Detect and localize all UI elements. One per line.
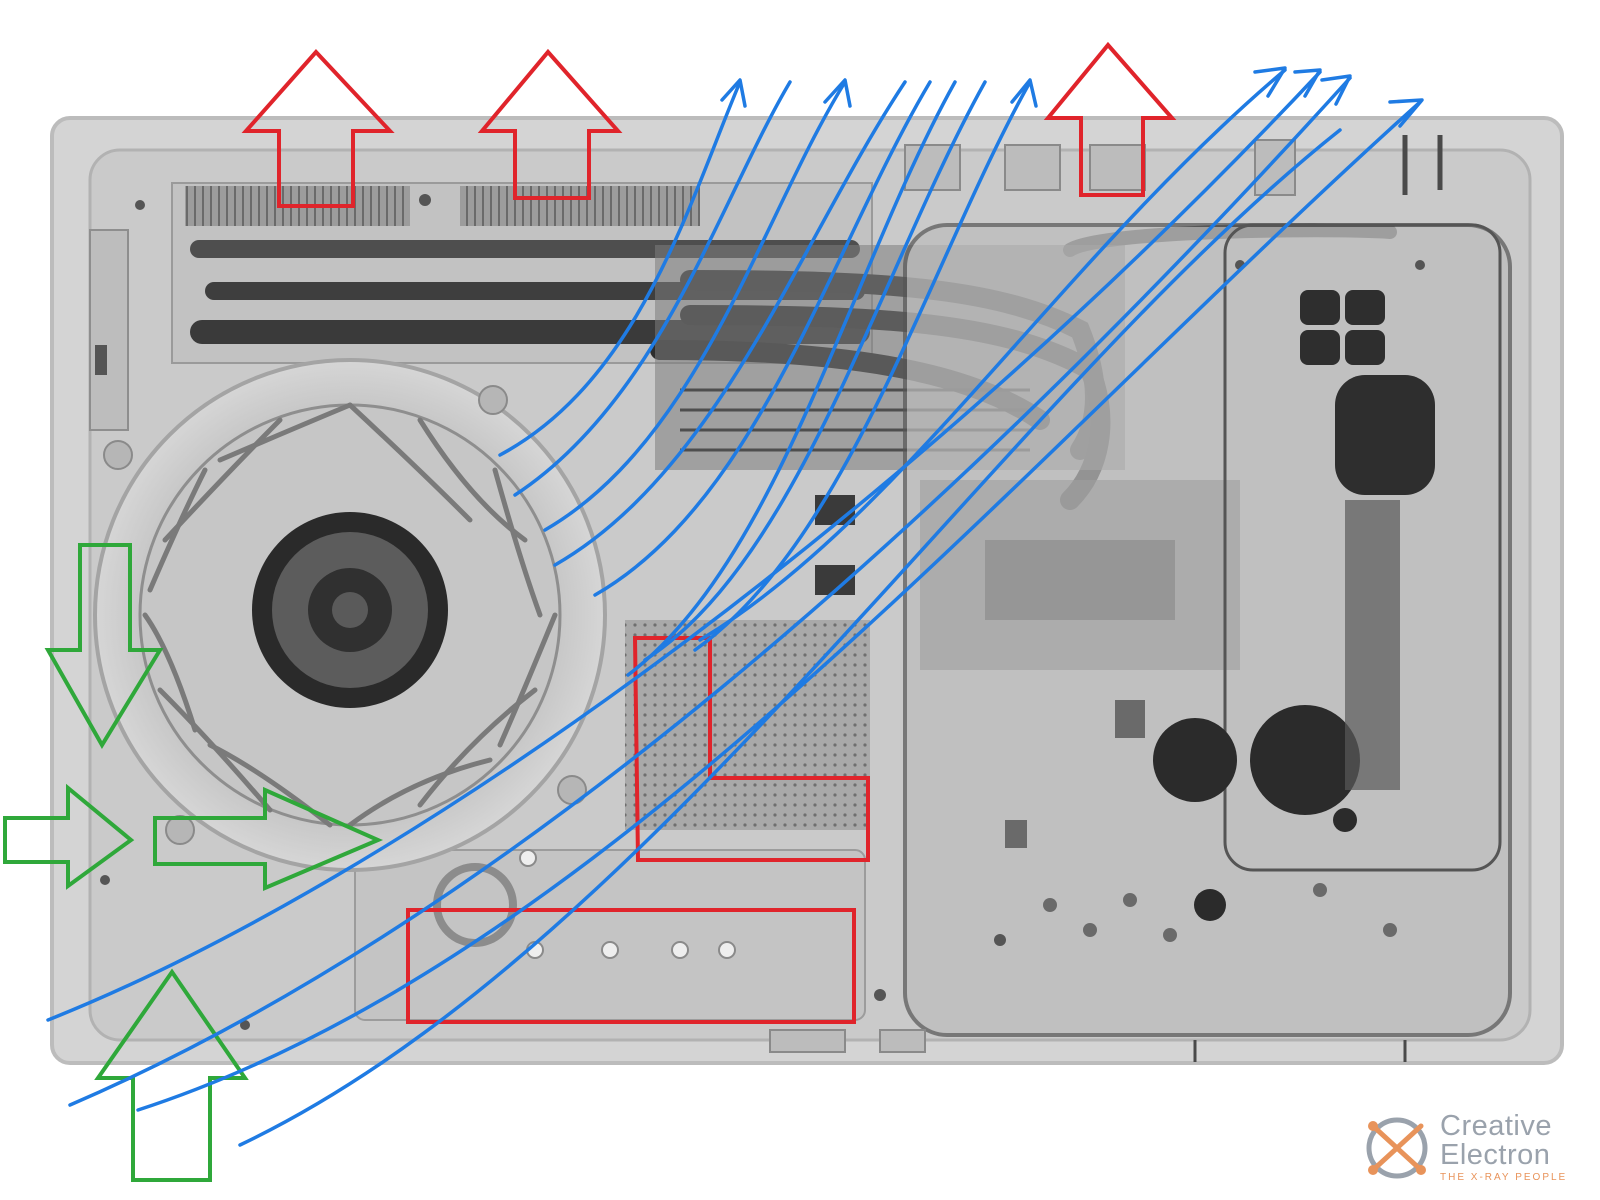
fan-blades bbox=[142, 402, 558, 828]
airflow-line-1 bbox=[498, 80, 742, 457]
intake-arrow-down bbox=[44, 543, 164, 749]
bottom-posts bbox=[1193, 1040, 1407, 1062]
fan-hub-center bbox=[332, 592, 368, 628]
bga-grid-area bbox=[625, 620, 870, 830]
watermark-line2: Electron bbox=[1440, 1139, 1551, 1171]
airflow-line-12 bbox=[136, 100, 1422, 1112]
fan-mount-lugs bbox=[103, 385, 587, 845]
watermark: Creative Electron THE X-RAY PEOPLE bbox=[1440, 1112, 1567, 1183]
airflow-arrowheads bbox=[720, 66, 1424, 128]
airflow-line-6 bbox=[626, 80, 957, 677]
exhaust-arrow-1 bbox=[241, 49, 395, 208]
capacitors bbox=[1153, 705, 1360, 921]
exhaust-arrows bbox=[241, 41, 1177, 208]
intake-arrow-right-2 bbox=[153, 786, 384, 892]
ssd-holes bbox=[519, 849, 736, 959]
intake-arrows bbox=[3, 543, 384, 1182]
cooling-fan bbox=[93, 358, 607, 872]
exhaust-arrow-2 bbox=[477, 48, 623, 200]
airflow-line-4 bbox=[553, 80, 907, 567]
airflow-line-7 bbox=[643, 80, 987, 662]
airflow-lines bbox=[46, 68, 1422, 1147]
power-inner-frame bbox=[1223, 223, 1502, 872]
airflow-line-10 bbox=[46, 70, 1322, 1022]
board-screws bbox=[100, 194, 1425, 1030]
watermark-tagline: THE X-RAY PEOPLE bbox=[1440, 1172, 1568, 1183]
xray-board bbox=[50, 116, 1564, 1065]
vrm-strip bbox=[1345, 500, 1400, 790]
exhaust-arrow-3 bbox=[1043, 41, 1177, 197]
watermark-line1: Creative bbox=[1440, 1110, 1552, 1142]
bottom-connectors bbox=[769, 1029, 926, 1053]
antenna-posts bbox=[1402, 135, 1443, 195]
inductors bbox=[1300, 290, 1435, 495]
intake-arrow-up bbox=[94, 968, 249, 1182]
airflow-line-5 bbox=[593, 80, 932, 597]
airflow-line-2 bbox=[513, 80, 792, 497]
side-bracket-chip bbox=[95, 345, 107, 375]
ssd-outline bbox=[406, 908, 856, 1024]
pin-header-right bbox=[460, 186, 700, 226]
side-bracket bbox=[89, 229, 129, 431]
airflow-line-13 bbox=[238, 128, 1342, 1147]
intake-arrow-right-1 bbox=[3, 783, 135, 890]
small-components bbox=[1005, 700, 1397, 942]
memory-chip-1 bbox=[815, 495, 855, 525]
airflow-line-3 bbox=[543, 80, 847, 532]
airflow-line-9 bbox=[698, 68, 1287, 642]
airflow-line-8 bbox=[693, 80, 1032, 652]
creative-electron-logo-icon bbox=[1366, 1117, 1428, 1179]
airflow-line-11 bbox=[68, 76, 1352, 1107]
